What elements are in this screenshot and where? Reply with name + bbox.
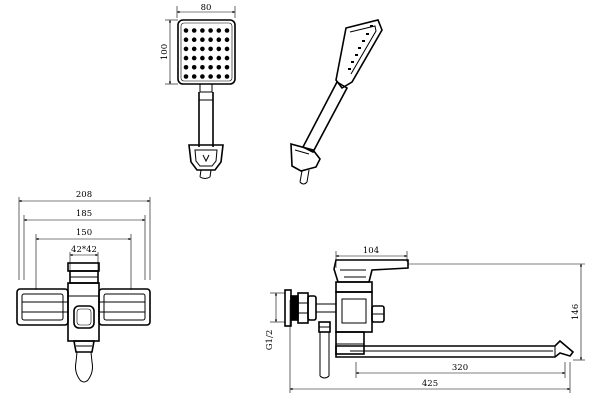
nozzle bbox=[183, 74, 189, 79]
nozzle bbox=[224, 46, 230, 52]
side-body bbox=[335, 291, 373, 333]
body-size-label: 42*42 bbox=[71, 245, 97, 255]
nozzle bbox=[191, 55, 197, 61]
head-width-label: 80 bbox=[201, 3, 212, 13]
dim-thread: G1/2 bbox=[265, 292, 285, 350]
left-eccentric bbox=[16, 288, 69, 326]
wall-holder bbox=[188, 144, 224, 171]
side-head bbox=[335, 19, 383, 90]
nozzle bbox=[224, 65, 230, 70]
dim-height: 146 bbox=[408, 263, 585, 361]
diverter-button bbox=[73, 305, 95, 329]
dim-spout-top: 104 bbox=[335, 246, 408, 268]
nozzle bbox=[191, 28, 197, 33]
nozzle bbox=[208, 55, 213, 61]
nozzle bbox=[183, 46, 189, 52]
lever-top bbox=[67, 262, 100, 272]
shower-head-front-view: 80 100 bbox=[160, 3, 236, 179]
side-holder bbox=[290, 142, 321, 172]
nozzle bbox=[224, 28, 230, 33]
nozzle bbox=[183, 28, 189, 33]
mixer-front-view: 208 185 150 42*42 bbox=[16, 190, 151, 383]
dim-head-height: 100 bbox=[160, 19, 178, 85]
thread-label: G1/2 bbox=[265, 330, 275, 350]
nozzle bbox=[216, 65, 222, 70]
nozzle bbox=[200, 37, 205, 42]
nozzle bbox=[200, 55, 205, 61]
nozzle bbox=[224, 37, 230, 42]
nozzle bbox=[208, 74, 213, 79]
nozzle bbox=[224, 74, 230, 79]
center-distance-label: 150 bbox=[76, 228, 92, 238]
wall-connector bbox=[284, 289, 336, 327]
spout bbox=[335, 339, 575, 358]
dim-spout-reach: 320 bbox=[355, 362, 566, 378]
shower-head-side-view bbox=[290, 19, 383, 185]
dim-center-distance: 150 bbox=[35, 228, 132, 290]
nozzle bbox=[208, 46, 213, 52]
total-length-label: 425 bbox=[422, 379, 438, 389]
spout-collar bbox=[335, 331, 365, 355]
nozzle bbox=[200, 46, 205, 52]
dim-head-width: 80 bbox=[176, 3, 236, 18]
nozzle bbox=[183, 37, 189, 42]
nozzle bbox=[200, 74, 205, 79]
nozzle bbox=[183, 65, 189, 70]
nozzle bbox=[208, 37, 213, 42]
dim-body-size: 42*42 bbox=[69, 245, 99, 270]
dim-inner-width: 185 bbox=[23, 209, 146, 280]
right-eccentric bbox=[98, 288, 151, 326]
mixer-side-view: 104 146 320 425 G1/2 bbox=[265, 246, 585, 393]
head-plate bbox=[177, 19, 236, 85]
nozzle bbox=[216, 37, 222, 42]
nozzle bbox=[183, 55, 189, 61]
head-height-label: 100 bbox=[160, 44, 170, 60]
spout-top-label: 104 bbox=[363, 246, 379, 256]
nozzle bbox=[200, 28, 205, 33]
nozzle bbox=[224, 55, 230, 61]
nozzle bbox=[191, 37, 197, 42]
nozzle bbox=[216, 28, 222, 33]
side-handle bbox=[301, 80, 349, 154]
nozzle bbox=[200, 65, 205, 70]
shower-outlet bbox=[318, 321, 331, 379]
nozzle bbox=[208, 28, 213, 33]
nozzle bbox=[191, 46, 197, 52]
side-lever bbox=[333, 259, 409, 293]
nozzle-grid bbox=[183, 28, 230, 79]
nozzle bbox=[216, 46, 222, 52]
side-nozzles bbox=[348, 25, 373, 70]
nozzle bbox=[191, 74, 197, 79]
dim-overall-width: 208 bbox=[18, 190, 151, 280]
dim-total-length: 425 bbox=[289, 300, 571, 393]
handle-stem bbox=[188, 84, 224, 179]
nozzle bbox=[216, 55, 222, 61]
spout-reach-label: 320 bbox=[452, 363, 468, 373]
hose-nut bbox=[73, 340, 95, 353]
nozzle bbox=[208, 65, 213, 70]
nozzle bbox=[216, 74, 222, 79]
overall-width-label: 208 bbox=[76, 190, 92, 200]
height-label: 146 bbox=[571, 304, 581, 320]
inner-width-label: 185 bbox=[76, 209, 92, 219]
nozzle bbox=[191, 65, 197, 70]
